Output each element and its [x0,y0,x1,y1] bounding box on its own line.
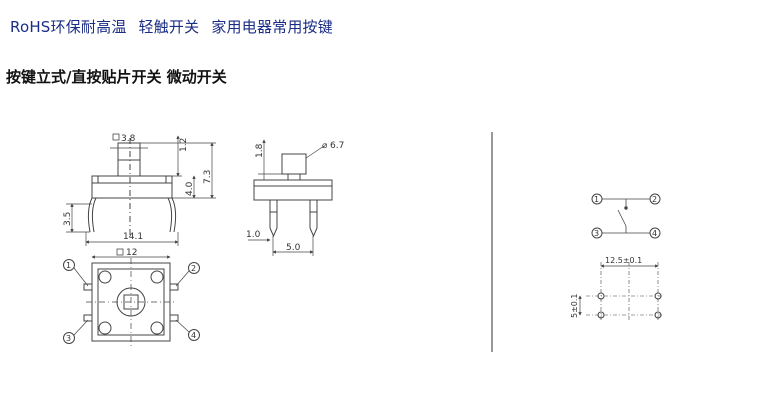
pad-1 [597,292,605,300]
pin-4-marker [188,329,200,341]
pcb-layout [578,262,664,322]
pin-1-label: 1 [66,261,71,270]
pad-4 [654,311,662,319]
dim-width-total: 14.1 [123,232,143,242]
dim-pin-spacing: 5.0 [286,243,301,253]
dim-button-diameter: 6.7 [330,141,344,151]
pin-4-label: 4 [191,331,196,340]
header-line: RoHS环保耐高温轻触开关家用电器常用按键 [10,16,333,37]
side-stem [287,173,301,181]
dim-stem-height: 1.8 [255,143,265,158]
dim-pcb-vertical: 5±0.1 [570,293,579,318]
product-subtitle: 按键立式/直按贴片开关 微动开关 [6,68,227,86]
diameter-symbol: ⌀ [322,141,328,151]
front-body [91,175,173,199]
dim-button-width: 3.8 [121,134,136,144]
header-usage-text: 家用电器常用按键 [211,18,333,36]
pad-2 [654,292,662,300]
pin-3-marker [63,332,75,344]
pad-3 [597,311,605,319]
schem-pin-4-label: 4 [652,229,657,238]
side-view [248,139,333,256]
dim-pin-offset: 1.0 [246,230,261,240]
dim-button-height: 1.2 [179,138,189,152]
side-left-pin [269,200,278,238]
schematic [591,193,661,239]
schem-pin-3-label: 3 [594,229,599,238]
pin-2-marker [188,262,200,274]
schem-pin-1-label: 1 [594,195,599,204]
front-right-leg [167,197,177,233]
pin-2-label: 2 [191,264,196,273]
front-view [66,135,216,246]
dim-height-total: 7.3 [203,170,213,184]
dim-pcb-horizontal: 12.5±0.1 [605,256,642,265]
side-right-pin [309,200,318,238]
pin-1-marker [63,259,75,271]
pin-3-label: 3 [66,334,71,343]
side-button [281,153,307,175]
top-view [63,255,200,346]
header-switch-text: 轻触开关 [138,18,200,36]
dim-height-body: 4.0 [185,181,195,196]
switch-contact [617,209,627,227]
dim-body-square: 12 [126,248,137,258]
schem-pin-2-label: 2 [652,195,657,204]
side-body [253,179,333,201]
header-rohs-text: RoHS环保耐高温 [10,18,127,36]
front-left-leg [87,197,97,233]
dim-leg-height: 3.5 [63,212,73,226]
